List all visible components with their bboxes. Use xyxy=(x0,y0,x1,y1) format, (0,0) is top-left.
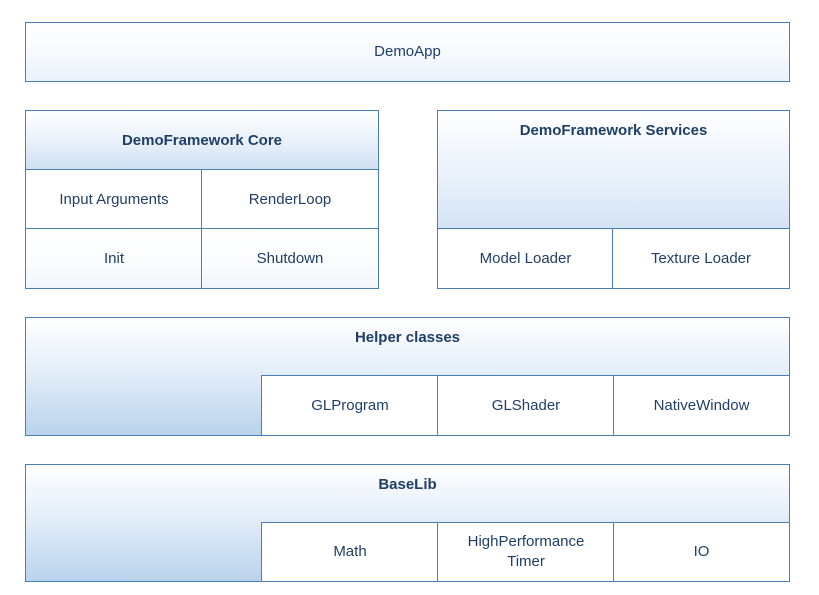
framework-core-header: DemoFramework Core xyxy=(25,110,379,171)
core-cell-label: RenderLoop xyxy=(248,190,332,208)
framework-services-group: DemoFramework Services Model Loader Text… xyxy=(437,110,790,289)
baselib-cell-label: Math xyxy=(333,543,367,560)
baselib-cell-io: IO xyxy=(613,522,790,582)
helper-classes-title: Helper classes xyxy=(354,329,461,346)
services-cell-texture-loader: Texture Loader xyxy=(612,228,790,289)
baselib-cell-label: HighPerformance Timer xyxy=(467,533,585,570)
demoapp-box: DemoApp xyxy=(25,22,790,82)
helper-classes-group: Helper classes GLProgram GLShader Native… xyxy=(25,317,790,436)
services-cell-label: Model Loader xyxy=(479,249,572,267)
core-cell-renderloop: RenderLoop xyxy=(201,169,379,230)
helper-cell-label: GLProgram xyxy=(311,396,389,414)
framework-core-group: DemoFramework Core Input Arguments Rende… xyxy=(25,110,379,289)
baselib-cell-math: Math xyxy=(261,522,439,582)
core-cell-label: Shutdown xyxy=(256,249,324,267)
baselib-group: BaseLib Math HighPerformance Timer IO xyxy=(25,464,790,582)
core-cell-shutdown: Shutdown xyxy=(201,228,379,289)
demoapp-label: DemoApp xyxy=(374,43,441,60)
framework-services-title: DemoFramework Services xyxy=(519,122,708,139)
core-cell-label: Input Arguments xyxy=(59,190,169,208)
baselib-title: BaseLib xyxy=(378,476,437,493)
baselib-cell-label: IO xyxy=(693,543,710,560)
helper-cell-glprogram: GLProgram xyxy=(261,375,439,436)
services-cell-model-loader: Model Loader xyxy=(437,228,614,289)
helper-cell-nativewindow: NativeWindow xyxy=(613,375,790,436)
core-cell-label: Init xyxy=(103,249,124,267)
baselib-cell-highperformance-timer: HighPerformance Timer xyxy=(437,522,615,582)
helper-cell-glshader: GLShader xyxy=(437,375,615,436)
helper-cell-label: NativeWindow xyxy=(653,396,750,414)
framework-core-title: DemoFramework Core xyxy=(121,131,283,149)
services-cell-label: Texture Loader xyxy=(650,249,752,267)
helper-cell-label: GLShader xyxy=(491,396,561,414)
core-cell-init: Init xyxy=(25,228,203,289)
core-cell-input-arguments: Input Arguments xyxy=(25,169,203,230)
